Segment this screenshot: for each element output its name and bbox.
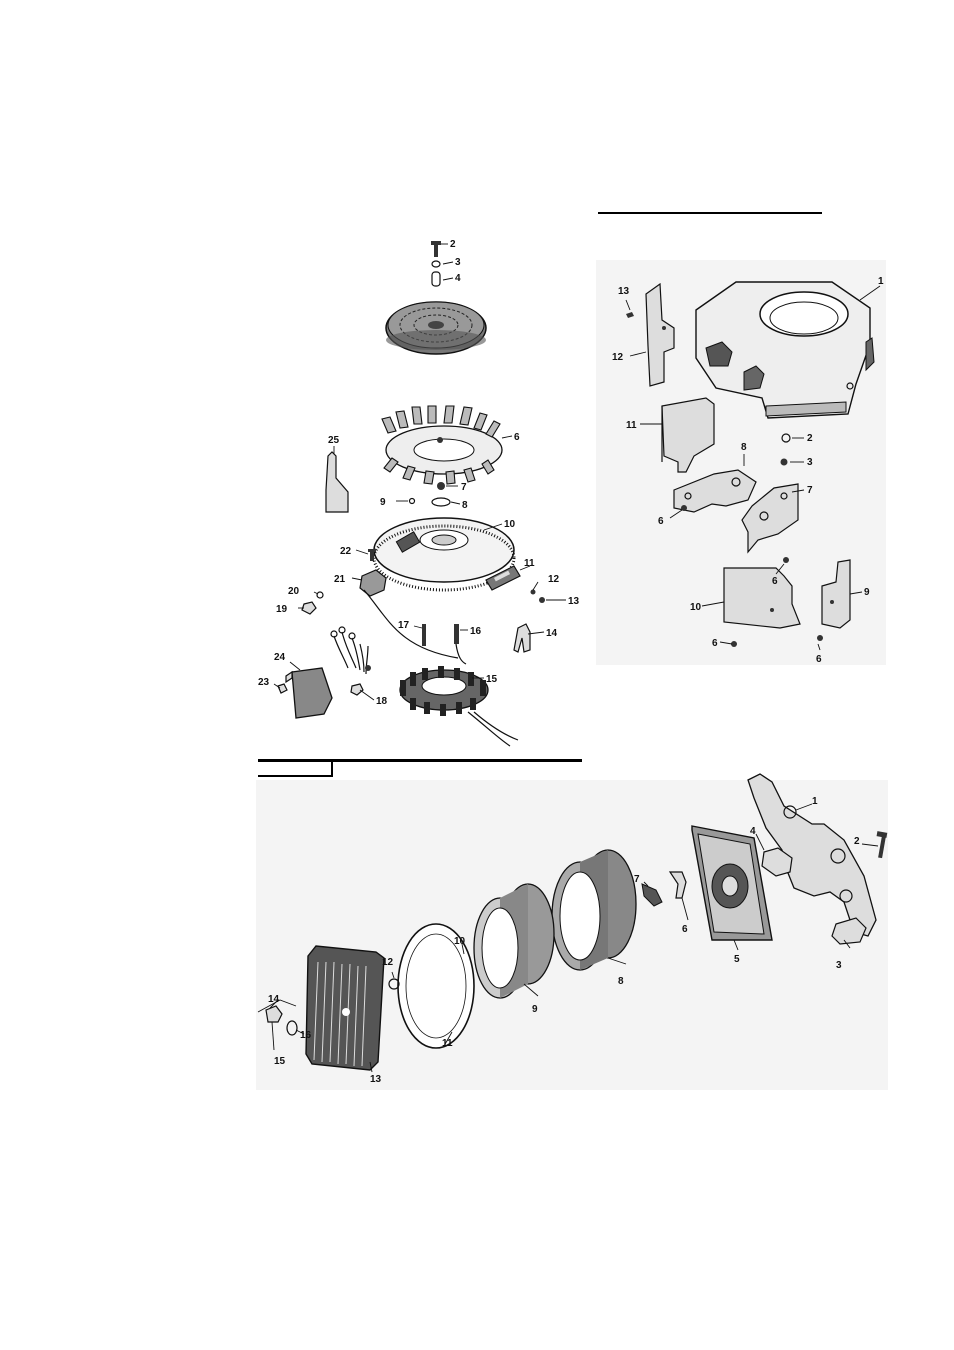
callout-13: 13 (568, 596, 580, 607)
callout-16: 16 (470, 626, 482, 637)
ignition-exploded-view: 2 3 4 25 6 7 8 9 10 22 11 12 13 21 20 19… (248, 228, 586, 763)
callout-23: 23 (258, 677, 270, 688)
callout-15: 15 (274, 1056, 286, 1067)
callout-15: 15 (486, 674, 498, 685)
callout-2: 2 (450, 239, 456, 250)
callout-9: 9 (864, 587, 870, 598)
callout-19: 19 (276, 604, 288, 615)
callout-14: 14 (546, 628, 558, 639)
callout-10: 10 (690, 602, 702, 613)
callout-14: 14 (268, 994, 280, 1005)
callout-7: 7 (807, 485, 813, 496)
callout-6d: 6 (816, 654, 822, 665)
ignition-module (360, 570, 458, 658)
nut-3-shroud (781, 459, 788, 466)
nut-18-part (351, 684, 363, 695)
callout-5: 5 (734, 954, 740, 965)
callout-17: 17 (398, 620, 410, 631)
callout-24: 24 (274, 652, 286, 663)
callout-3: 3 (836, 960, 842, 971)
small-washer-part (410, 499, 415, 504)
callout-16: 16 (300, 1030, 312, 1041)
bracket-part (326, 452, 348, 512)
nut-part (437, 482, 445, 490)
washer-20-part (317, 592, 323, 598)
callout-10: 10 (504, 519, 516, 530)
callout-6b: 6 (772, 576, 778, 587)
blower-housing-exploded-view: 13 1 12 11 2 3 8 7 6 6 10 9 6 6 (596, 210, 886, 665)
callout-8: 8 (741, 442, 747, 453)
callout-22: 22 (340, 546, 352, 557)
callout-21: 21 (334, 574, 346, 585)
screw-23-part (278, 684, 287, 693)
pin-part (432, 272, 440, 286)
air-cleaner-exploded-view: 1 2 4 3 7 6 5 8 10 12 9 11 14 16 15 13 (256, 772, 888, 1090)
air-cleaner-cover (306, 946, 384, 1070)
callout-6: 6 (514, 432, 520, 443)
callout-6a: 6 (658, 516, 664, 527)
screw-6-b (783, 557, 789, 563)
callout-10: 10 (454, 936, 466, 947)
callout-6: 6 (682, 924, 688, 935)
callout-18: 18 (376, 696, 388, 707)
callout-7: 7 (461, 482, 467, 493)
screw-17-part (422, 624, 426, 646)
callout-11: 11 (626, 420, 637, 431)
callout-20: 20 (288, 586, 300, 597)
callout-11: 11 (442, 1038, 453, 1049)
spacer-part (432, 261, 440, 267)
screw-part (431, 241, 441, 257)
callout-8: 8 (618, 976, 624, 987)
callout-12: 12 (612, 352, 624, 363)
callout-2: 2 (854, 836, 860, 847)
callout-9: 9 (532, 1004, 538, 1015)
callout-3: 3 (455, 257, 461, 268)
nut-19-part (302, 602, 316, 614)
washer-12-part (531, 590, 536, 595)
grille-disc (386, 302, 486, 354)
callout-6c: 6 (712, 638, 718, 649)
callout-11: 11 (524, 558, 535, 569)
callout-4: 4 (750, 826, 756, 837)
callout-25: 25 (328, 435, 340, 446)
clip-14-part (514, 624, 530, 652)
regulator-harness (286, 627, 371, 718)
callout-13: 13 (370, 1074, 382, 1085)
screw-13-part (539, 597, 545, 603)
washer-part (432, 498, 450, 506)
callout-3: 3 (807, 457, 813, 468)
callout-8: 8 (462, 500, 468, 511)
callout-12: 12 (382, 957, 394, 968)
callout-4: 4 (455, 273, 461, 284)
callout-1: 1 (812, 796, 818, 807)
callout-12: 12 (548, 574, 560, 585)
cooling-fan (382, 406, 502, 484)
stator-part (400, 666, 518, 746)
callout-1: 1 (878, 276, 884, 287)
callout-2: 2 (807, 433, 813, 444)
callout-13: 13 (618, 286, 630, 297)
callout-9: 9 (380, 497, 386, 508)
screw-6-d (817, 635, 823, 641)
callout-7: 7 (634, 874, 640, 885)
